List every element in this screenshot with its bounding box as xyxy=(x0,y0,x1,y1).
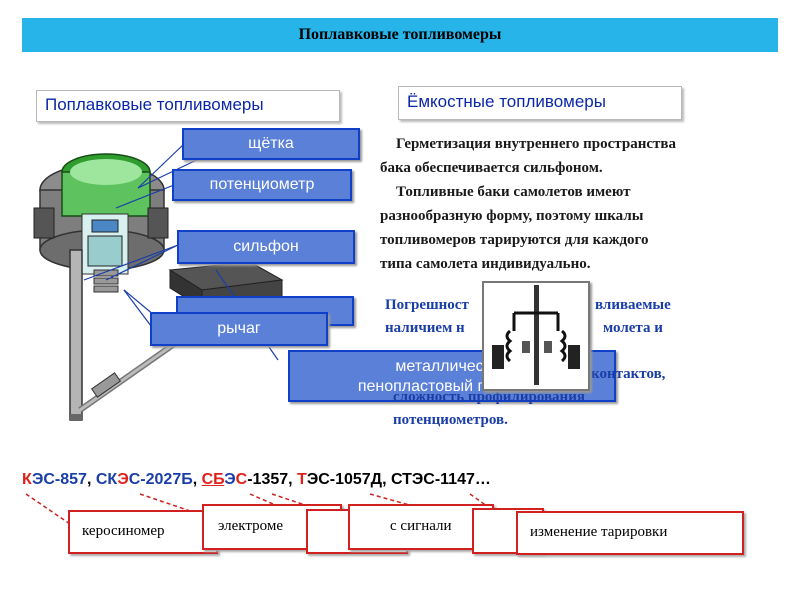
heading-capacitive-gauges: Ёмкостные топливомеры xyxy=(398,86,682,120)
errors-paragraph: Погрешност вливаемые наличием н молета и… xyxy=(385,294,715,432)
errors-line2: наличием н молета и xyxy=(385,317,715,340)
designation-3: -1357 xyxy=(247,471,289,488)
separator: , xyxy=(382,471,391,488)
designation-3-mid: С xyxy=(235,471,248,488)
errors-line6: потенциометров. xyxy=(393,412,508,428)
paragraph-line: Топливные баки самолетов имеют xyxy=(396,184,631,200)
explanation-calibration: изменение тарировки xyxy=(516,511,744,555)
designation-2-accent: Э xyxy=(117,471,129,488)
separator: , xyxy=(288,471,298,488)
designation-1: ЭС-857 xyxy=(31,471,87,488)
designation-2-prefix: СК xyxy=(95,471,118,488)
designation-3-accent: Э xyxy=(224,471,236,488)
designation-4-suffix: Д xyxy=(370,471,383,488)
bellows-sensor-icon xyxy=(492,285,580,385)
designation-2: -2027Б xyxy=(140,471,193,488)
errors-line1-end: вливаемые xyxy=(595,297,671,313)
paragraph-line: Герметизация внутреннего пространства xyxy=(396,136,676,152)
errors-line2-end: молета и xyxy=(603,320,663,336)
designation-1-prefix: К xyxy=(22,471,32,488)
slide-title: Поплавковые топливомеры xyxy=(22,18,778,52)
designation-3-prefix: СБ xyxy=(201,471,225,488)
errors-line4: контактов, xyxy=(591,366,666,382)
label-brush: щётка xyxy=(182,128,360,160)
designation-2-mid: С xyxy=(128,471,141,488)
paragraph-line: разнообразную форму, поэтому шкалы xyxy=(380,208,644,224)
explanation-kerosene: керосиномер xyxy=(68,510,218,554)
bellows-sensor-drawing xyxy=(482,281,590,391)
errors-line1-start: Погрешност xyxy=(385,297,469,313)
label-lever: рычаг xyxy=(150,312,328,346)
designation-4-prefix: Т xyxy=(297,471,307,488)
heading-float-gauges: Поплавковые топливомеры xyxy=(36,90,340,122)
float-gauge-illustration xyxy=(33,143,284,421)
separator: , xyxy=(192,471,202,488)
label-float-line1: металлический xyxy=(395,358,509,375)
label-bellows: сильфон xyxy=(177,230,355,264)
explanation-signal: с сигнали xyxy=(348,504,494,550)
capacitive-paragraph: Герметизация внутреннего пространства ба… xyxy=(380,132,780,276)
label-potentiometer: потенциометр xyxy=(172,169,352,201)
designation-5: СТЭС-1147… xyxy=(390,471,491,488)
errors-line5: сложность профилирования xyxy=(393,389,585,405)
paragraph-line: бака обеспечивается сильфоном. xyxy=(380,160,603,176)
paragraph-line: топливомеров тарируются для каждого xyxy=(380,232,649,248)
gauge-designations: КЭС-857, СКЭС-2027Б, СБЭС-1357, ТЭС-1057… xyxy=(22,471,622,489)
paragraph-line: типа самолета индивидуально. xyxy=(380,256,591,272)
designation-4: ЭС-1057 xyxy=(306,471,371,488)
separator: , xyxy=(86,471,96,488)
errors-line1: Погрешност вливаемые xyxy=(385,294,715,317)
errors-line2-start: наличием н xyxy=(385,320,465,336)
